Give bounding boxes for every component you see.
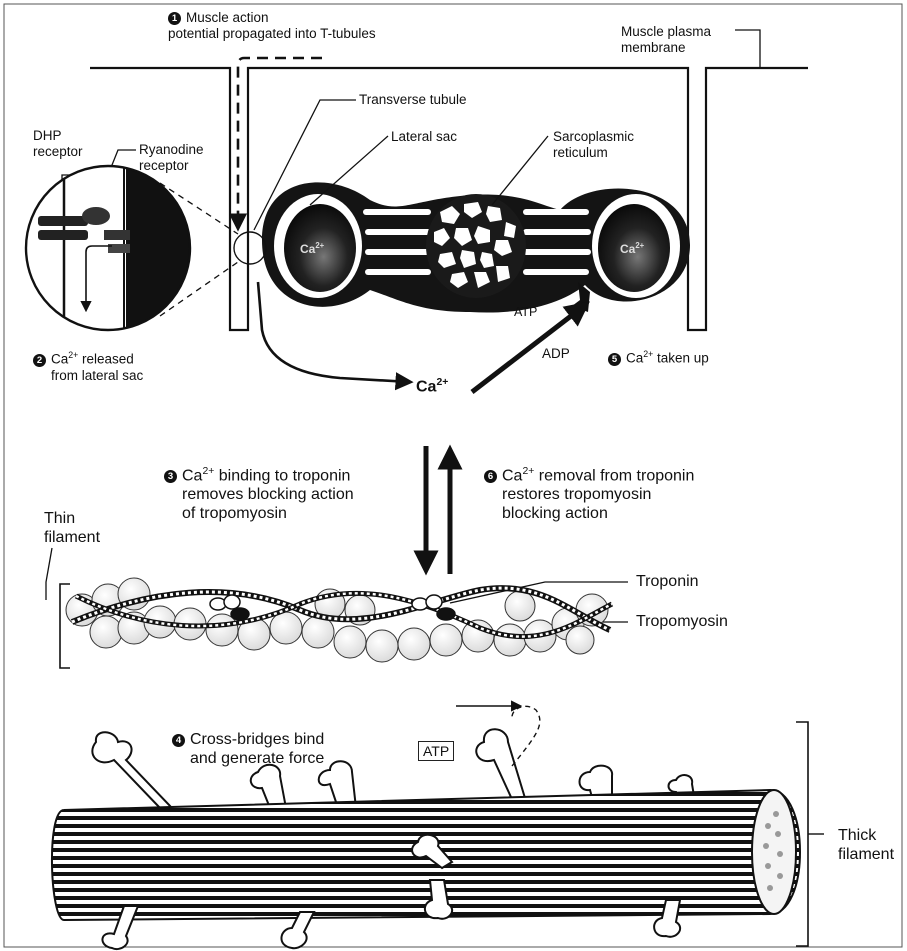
membrane-leader <box>735 30 760 68</box>
thin-filament <box>46 548 612 668</box>
atp-box: ATP <box>418 741 454 761</box>
troponin-label: Troponin <box>636 572 699 591</box>
thin-filament-label: Thin filament <box>44 509 100 547</box>
zoom-inset <box>26 150 196 350</box>
step-2-marker: 2 <box>33 354 46 367</box>
sac-ca-left: Ca2+ <box>300 238 324 257</box>
step-5-marker: 5 <box>608 353 621 366</box>
dhp-receptor-label: DHP receptor <box>33 128 83 160</box>
ryanodine-receptor-label: Ryanodine receptor <box>139 142 204 174</box>
thick-filament-label: Thick filament <box>838 826 894 864</box>
step-1-marker: 1 <box>168 12 181 25</box>
atp-pump-label: ATP <box>514 305 537 319</box>
cytosolic-calcium-label: Ca2+ <box>416 377 448 396</box>
membrane-label: Muscle plasma membrane <box>621 24 711 56</box>
step-6-marker: 6 <box>484 470 497 483</box>
sac-ca-right: Ca2+ <box>620 238 644 257</box>
adp-label: ADP <box>542 346 570 362</box>
transverse-tubule-label: Transverse tubule <box>359 92 467 108</box>
step-4-marker: 4 <box>172 734 185 747</box>
tropomyosin-label: Tropomyosin <box>636 612 728 631</box>
sarcoplasmic-reticulum-label: Sarcoplasmic reticulum <box>553 129 634 161</box>
lateral-sac-label: Lateral sac <box>391 129 457 145</box>
step-3-marker: 3 <box>164 470 177 483</box>
